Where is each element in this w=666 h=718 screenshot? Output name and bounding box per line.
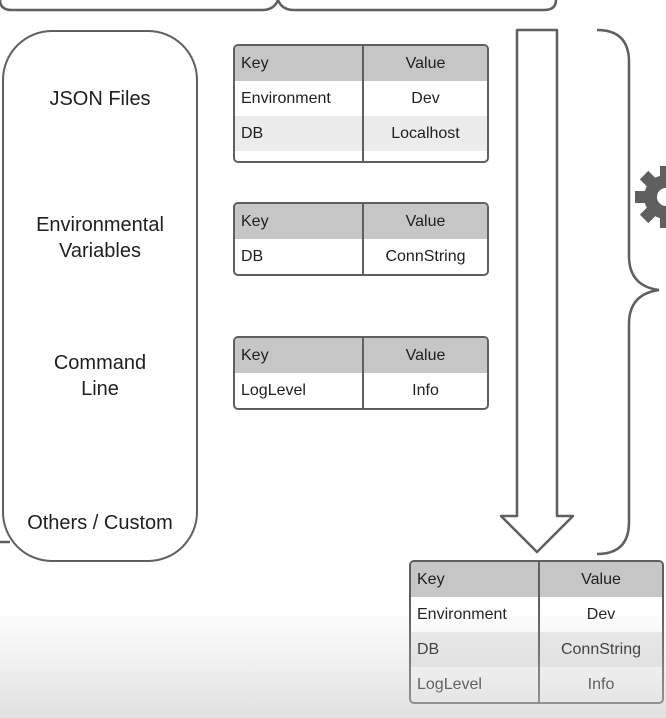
table-cell-value: Info <box>362 373 487 408</box>
source-environmental-variables: Environmental Variables <box>36 214 164 262</box>
merged-config-table: Key Value Environment Dev DB ConnString … <box>409 560 664 704</box>
table-cell-key: LogLevel <box>417 675 482 693</box>
table-row-empty <box>235 151 487 161</box>
table-header-value: Value <box>362 46 487 81</box>
table-header-value: Value <box>538 562 662 597</box>
table-row: LogLevel Info <box>235 373 487 408</box>
env-vars-table: Key Value DB ConnString <box>233 202 489 276</box>
table-cell-key: Environment <box>417 605 507 623</box>
right-brace <box>596 28 660 556</box>
table-cell-key: DB <box>411 632 538 667</box>
table-cell-value: Dev <box>362 81 487 116</box>
table-row: DB ConnString <box>411 632 662 667</box>
table-cell-value: ConnString <box>362 239 487 274</box>
table-header-value: Value <box>362 338 487 373</box>
top-brace <box>0 0 558 12</box>
table-cell-key: DB <box>235 116 362 151</box>
table-header-value: Value <box>362 204 487 239</box>
table-header-key: Key <box>235 338 362 373</box>
table-header-key: Key <box>235 46 362 81</box>
json-files-table: Key Value Environment Dev DB Localhost <box>233 44 489 163</box>
source-others-custom: Others / Custom <box>27 512 173 534</box>
table-cell-value: ConnString <box>538 632 662 667</box>
table-row: LogLevel Info <box>411 667 662 702</box>
source-json-files: JSON Files <box>49 88 151 110</box>
table-row: Environment Dev <box>411 597 662 632</box>
table-cell-value: Dev <box>538 597 662 632</box>
table-cell-key: DB <box>241 247 264 265</box>
table-row: Environment Dev <box>235 81 487 116</box>
table-header-key: Key <box>235 204 362 239</box>
table-header-key: Key <box>411 562 538 597</box>
config-sources-panel: JSON Files Environmental Variables Comma… <box>2 30 198 562</box>
table-cell-value: Localhost <box>362 116 487 151</box>
table-row: DB ConnString <box>235 239 487 274</box>
table-row: DB Localhost <box>235 116 487 151</box>
table-cell-key: Environment <box>241 89 331 107</box>
gear-icon <box>635 166 666 228</box>
source-command-line: Command Line <box>53 352 147 400</box>
table-cell-key: LogLevel <box>241 381 306 399</box>
table-cell-value: Info <box>538 667 662 702</box>
down-arrow-icon <box>499 28 575 554</box>
command-line-table: Key Value LogLevel Info <box>233 336 489 410</box>
